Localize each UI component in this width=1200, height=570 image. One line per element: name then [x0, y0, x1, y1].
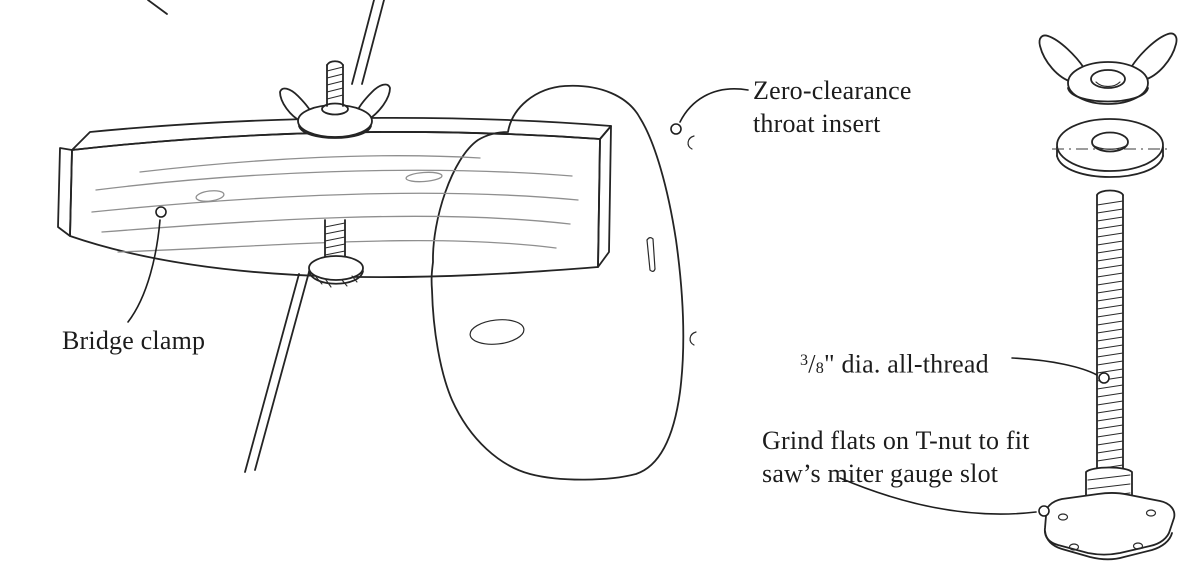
tnut-base-thickness — [1044, 530, 1173, 561]
exploded-all-thread-rod — [1096, 189, 1124, 473]
tnut-base-flange — [1043, 492, 1176, 556]
exploded-wingnut-thickness — [1067, 87, 1149, 103]
washer-hole — [1091, 131, 1129, 153]
exploded-wing-nut — [1038, 32, 1178, 105]
label-throat-insert-line1: Zero-clearance — [753, 76, 912, 105]
insert-tab-mark-bottom — [689, 331, 697, 346]
finger-hole — [469, 319, 525, 345]
label-throat-insert-line2: throat insert — [753, 109, 881, 138]
throat-insert-outline — [430, 84, 685, 481]
clamp-rod-lower-threads — [324, 222, 346, 263]
leader-bridge-clamp — [127, 219, 161, 323]
exploded-tnut-base — [1043, 466, 1176, 561]
table-edge-line — [147, 0, 168, 15]
tnut-flange-thickness — [308, 270, 364, 285]
label-bridge-clamp: Bridge clamp — [62, 326, 206, 355]
insert-tab-mark-top — [687, 135, 695, 150]
exploded-washer — [1052, 118, 1168, 178]
washer-thickness — [1056, 155, 1164, 178]
clamp-wingnut-thickness — [298, 125, 372, 139]
rod-threads — [1096, 200, 1124, 470]
label-grind-flats: Grind flats on T-nut to fit saw’s miter … — [762, 424, 1030, 490]
label-all-thread: 3/8" dia. all-thread — [800, 349, 989, 379]
label-all-thread-text: " dia. all-thread — [823, 349, 989, 379]
fraction-denominator: 8 — [815, 359, 824, 377]
leader-dot-bridge-clamp — [155, 206, 167, 218]
label-grind-flats-line2: saw’s miter gauge slot — [762, 459, 999, 488]
label-grind-flats-line1: Grind flats on T-nut to fit — [762, 426, 1030, 455]
miter-slot-lines — [244, 0, 385, 473]
bar-front-face — [69, 131, 601, 279]
leader-dot-all-thread — [1098, 372, 1110, 384]
leader-dot-grind-flats — [1038, 505, 1050, 517]
blade-kerf-slot — [646, 237, 656, 272]
label-throat-insert: Zero-clearance throat insert — [753, 74, 912, 140]
wood-grain — [91, 155, 579, 253]
leader-all-thread — [1011, 357, 1098, 376]
tnut-flange — [308, 255, 364, 281]
clamp-wing-nut — [279, 60, 391, 139]
clamp-wingnut-hole — [321, 102, 349, 116]
exploded-wingnut-hole — [1090, 69, 1126, 89]
clamp-tnut-assembly — [308, 219, 364, 288]
leader-lines — [127, 88, 1110, 517]
exploded-wing-right — [1131, 32, 1178, 81]
fraction-numerator: 3 — [800, 352, 809, 369]
bridge-clamp-bar — [57, 116, 612, 279]
tnut-flange-hatch — [315, 275, 358, 288]
leader-dot-throat-insert — [670, 123, 682, 135]
leader-throat-insert — [679, 88, 749, 123]
leader-grind-flats — [839, 477, 1037, 515]
throat-insert-drawing — [430, 84, 697, 481]
tnut-base-holes — [1057, 509, 1157, 551]
exploded-wing-left — [1038, 34, 1085, 83]
clamp-rod-upper — [326, 60, 344, 107]
